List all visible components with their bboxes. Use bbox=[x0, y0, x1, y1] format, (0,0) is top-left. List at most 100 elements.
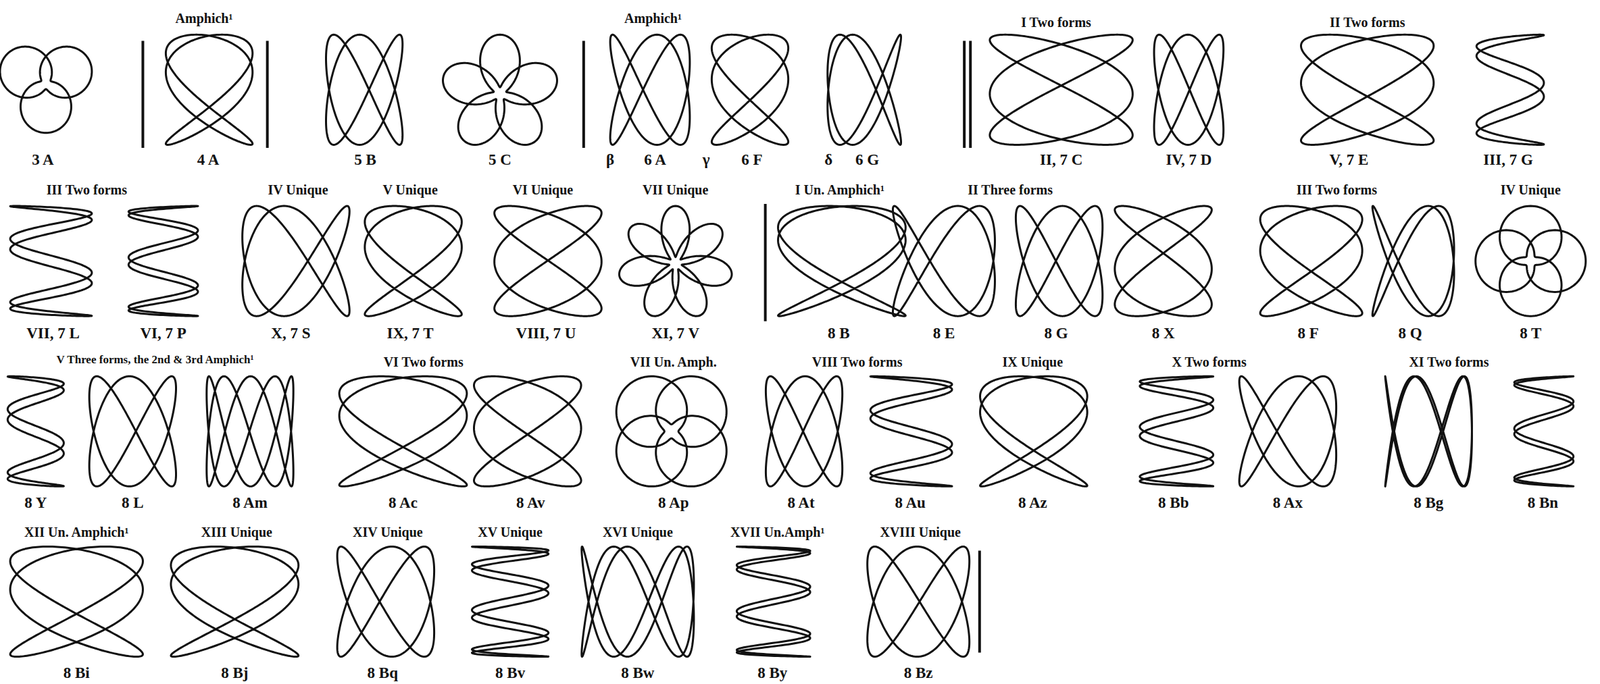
knot-label: V, 7 E bbox=[1329, 151, 1369, 169]
knot-label: VIII Two forms bbox=[812, 354, 903, 370]
label-holder: XIII Unique bbox=[201, 525, 273, 540]
label-holder: II Three forms bbox=[967, 182, 1053, 198]
divider-bar bbox=[266, 40, 269, 148]
label-holder: I Un. Amphich¹ bbox=[795, 182, 885, 198]
label-holder: 5 B bbox=[354, 151, 377, 169]
knot-diagram bbox=[1372, 206, 1455, 317]
label-holder: 4 A bbox=[197, 151, 220, 169]
label-holder: 8 B bbox=[827, 325, 850, 342]
knot-label: 8 F bbox=[1297, 325, 1319, 342]
knot-label: III Two forms bbox=[1296, 182, 1378, 198]
label-holder: 8 Bv bbox=[495, 664, 525, 682]
knot-diagram bbox=[980, 376, 1088, 487]
label-holder: VIII, 7 U bbox=[516, 325, 577, 342]
label-holder: VII Un. Amph. bbox=[630, 354, 717, 370]
knot-diagram bbox=[827, 34, 902, 145]
knot-label: δ bbox=[824, 151, 833, 169]
knot-diagram bbox=[165, 34, 253, 145]
knot-label: 8 Az bbox=[1018, 494, 1048, 512]
knot-diagram bbox=[1385, 376, 1472, 487]
label-holder: 8 By bbox=[757, 664, 788, 682]
knot-label: γ bbox=[702, 151, 711, 169]
label-holder: 8 Bi bbox=[63, 664, 90, 682]
knot-label: 5 B bbox=[354, 151, 377, 169]
label-holder: II, 7 C bbox=[1039, 151, 1083, 169]
knot-diagram bbox=[711, 34, 788, 145]
label-holder: II Two forms bbox=[1329, 14, 1405, 30]
knot-label: IV Unique bbox=[267, 182, 328, 198]
label-holder: VI Two forms bbox=[383, 354, 464, 370]
label-holder: I Two forms bbox=[1020, 14, 1092, 30]
label-holder: 8 Au bbox=[894, 494, 925, 512]
knot-label: 6 G bbox=[855, 151, 880, 169]
knot-label: 8 T bbox=[1519, 325, 1542, 342]
knot-diagram bbox=[1139, 376, 1214, 487]
knot-diagram bbox=[473, 376, 582, 487]
knot-label: 8 Bn bbox=[1527, 494, 1559, 512]
label-holder: XVIII Unique bbox=[879, 525, 961, 540]
knot-label: XIV Unique bbox=[352, 525, 423, 540]
knot-label: 8 Bq bbox=[367, 664, 398, 682]
label-holder: V, 7 E bbox=[1329, 151, 1369, 169]
label-holder: Amphich¹ bbox=[624, 10, 682, 26]
knot-diagram bbox=[892, 206, 995, 317]
label-holder: 8 F bbox=[1297, 325, 1319, 342]
knot-diagram bbox=[1015, 206, 1103, 317]
label-holder: 8 T bbox=[1519, 325, 1542, 342]
label-holder: 5 C bbox=[488, 151, 512, 169]
knot-label: 3 A bbox=[31, 151, 55, 169]
label-holder: IV Unique bbox=[1500, 182, 1561, 198]
knot-diagram bbox=[10, 206, 92, 317]
knot-label: 8 Am bbox=[232, 494, 268, 512]
knot-label: X, 7 S bbox=[270, 325, 311, 342]
knot-label: Amphich¹ bbox=[624, 10, 682, 26]
knot-diagram bbox=[736, 546, 811, 657]
knot-label: 8 Bv bbox=[495, 664, 525, 682]
divider-bar bbox=[141, 40, 144, 148]
label-holder: 8 L bbox=[121, 494, 144, 512]
knot-diagram bbox=[206, 376, 294, 487]
knot-label: XI Two forms bbox=[1408, 354, 1489, 370]
label-holder: 8 Ac bbox=[388, 494, 418, 512]
knot-diagram bbox=[1239, 376, 1336, 487]
label-holder: 6 A bbox=[643, 151, 667, 169]
knot-diagram bbox=[0, 46, 92, 134]
knot-label: 8 Bj bbox=[220, 664, 248, 682]
knot-label: 8 Ac bbox=[388, 494, 418, 512]
knot-label: II Three forms bbox=[967, 182, 1053, 198]
knot-label: VI Unique bbox=[512, 182, 573, 198]
knot-diagram bbox=[867, 546, 970, 657]
label-holder: III Two forms bbox=[46, 182, 128, 198]
knot-label: 6 A bbox=[643, 151, 667, 169]
label-holder: IV, 7 D bbox=[1165, 151, 1212, 169]
divider-bar bbox=[978, 551, 982, 654]
knot-label: 8 Av bbox=[516, 494, 545, 512]
knot-label: 8 L bbox=[121, 494, 144, 512]
label-holder: 6 G bbox=[855, 151, 880, 169]
label-holder: IX, 7 T bbox=[386, 325, 434, 342]
knot-diagram bbox=[870, 376, 953, 487]
label-holder: 8 Av bbox=[516, 494, 545, 512]
label-holder: XV Unique bbox=[477, 525, 543, 540]
knot-diagram bbox=[989, 34, 1133, 145]
knot-label: VII, 7 L bbox=[26, 325, 80, 342]
label-holder: IX Unique bbox=[1002, 354, 1063, 370]
label-holder: 8 Bn bbox=[1527, 494, 1559, 512]
knot-label: VI Two forms bbox=[383, 354, 464, 370]
label-holder: XVII Un.Amph¹ bbox=[730, 525, 825, 540]
knot-label: 8 Bi bbox=[63, 664, 90, 682]
label-holder: δ bbox=[824, 151, 833, 169]
label-holder: X, 7 S bbox=[270, 325, 311, 342]
label-holder: XIV Unique bbox=[352, 525, 423, 540]
knot-label: V Three forms, the 2nd & 3rd Amphich¹ bbox=[56, 353, 254, 367]
knot-label: XII Un. Amphich¹ bbox=[24, 525, 129, 540]
knot-diagram bbox=[1260, 206, 1363, 317]
label-holder: 3 A bbox=[31, 151, 55, 169]
knot-label: 8 G bbox=[1043, 325, 1068, 342]
label-holder: XI Two forms bbox=[1408, 354, 1489, 370]
label-holder: 8 Q bbox=[1398, 325, 1423, 342]
label-holder: 8 Ax bbox=[1272, 494, 1303, 512]
label-holder: 8 Az bbox=[1018, 494, 1048, 512]
label-holder: V Three forms, the 2nd & 3rd Amphich¹ bbox=[56, 354, 254, 367]
